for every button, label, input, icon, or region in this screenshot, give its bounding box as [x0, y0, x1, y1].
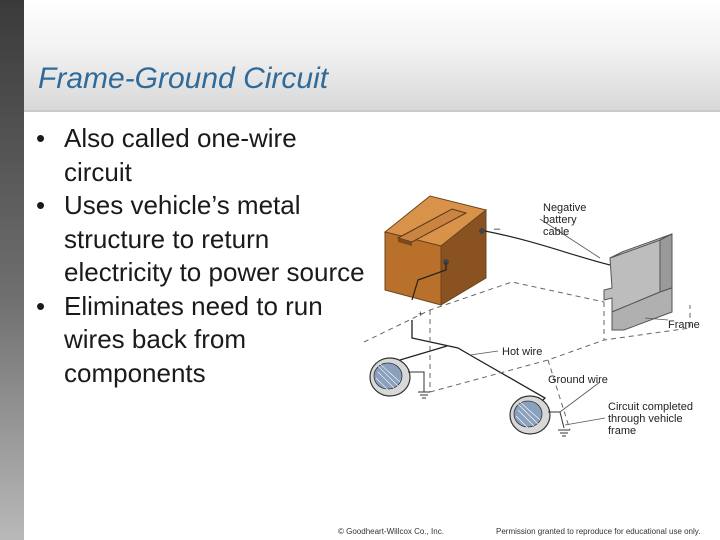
minus-sign: – — [494, 223, 501, 235]
lamp-left — [369, 357, 411, 397]
hot-wire — [411, 320, 547, 404]
bullet-text: Eliminates need to run wires back from c… — [64, 290, 323, 388]
circuit-completed-label-line3: frame — [608, 425, 636, 437]
lamp-right — [509, 395, 551, 435]
ground-wire-label: Ground wire — [548, 374, 608, 386]
bullet-marker: • — [36, 290, 46, 321]
title-band — [24, 0, 720, 110]
circuit-completed-label-line2: through vehicle — [608, 413, 683, 425]
title-divider — [24, 110, 720, 112]
battery — [383, 195, 488, 306]
hot-wire-label: Hot wire — [502, 346, 542, 358]
bullet-text: Also called one-wire circuit — [64, 123, 297, 187]
bullet-list: • Also called one-wire circuit • Uses vehi… — [36, 122, 366, 390]
negative-battery-cable — [484, 230, 611, 266]
hot-wire-leader — [469, 350, 499, 356]
permission-footer: Permission granted to reproduce for educ… — [496, 527, 701, 536]
bullet-item: • Uses vehicle’s metal structure to retur… — [36, 189, 366, 290]
frame-leader — [644, 317, 669, 321]
ground-wire-leader — [559, 381, 601, 413]
plus-sign: + — [418, 309, 423, 319]
copyright-footer: © Goodheart-Willcox Co., Inc. — [338, 527, 444, 536]
left-accent-bar — [0, 0, 24, 540]
negative-cable-leader — [539, 218, 601, 259]
lamp-right-ground — [548, 411, 570, 437]
vehicle-frame — [603, 233, 673, 331]
slide-title: Frame-Ground Circuit — [38, 62, 329, 95]
bullet-item: • Eliminates need to run wires back from … — [36, 290, 366, 391]
bullet-marker: • — [36, 123, 46, 153]
hot-wire-branch — [399, 345, 448, 361]
frame-ground-circuit-diagram: Negative battery cable – + Frame Hot wir… — [363, 195, 700, 437]
circuit-completed-label-line1: Circuit completed — [608, 401, 693, 413]
negative-cable-label-line2: battery — [543, 214, 577, 226]
positive-lead — [411, 262, 447, 301]
frame-ground-path — [363, 281, 691, 431]
negative-terminal — [479, 228, 485, 234]
bullet-marker: • — [36, 190, 46, 220]
bullet-text: Uses vehicle’s metal structure to return… — [64, 190, 365, 287]
lamp-left-ground — [408, 371, 430, 399]
bullet-item: • Also called one-wire circuit — [36, 122, 366, 189]
frame-label: Frame — [668, 319, 700, 331]
circuit-completed-leader — [564, 417, 606, 426]
negative-cable-label-line3: cable — [543, 226, 569, 238]
negative-cable-label-line1: Negative — [543, 202, 586, 214]
